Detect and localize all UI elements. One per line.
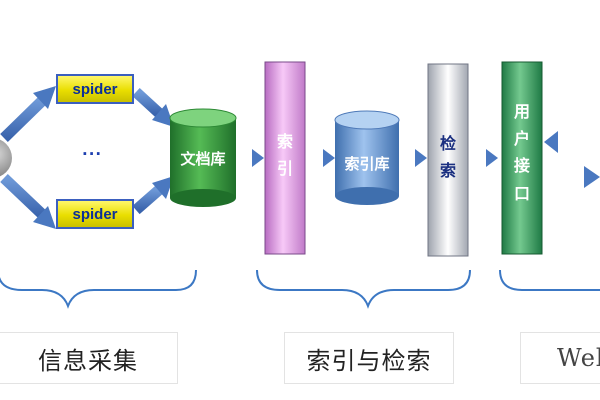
arrow-search-to-user-interface [469, 149, 498, 167]
arrow-to-top-spider [0, 86, 56, 142]
arrow-top-spider-to-doc-library [132, 87, 174, 127]
arrow-user-interface-out-to-web [544, 166, 600, 188]
search-bar-label: 检 索 [428, 64, 468, 256]
arrow-index-to-index-library [306, 149, 335, 167]
spider-node-bottom: spider [56, 199, 134, 229]
index-bar [264, 61, 306, 255]
arrow-to-bottom-spider [0, 174, 56, 229]
index-library-label: 索引库 [344, 154, 390, 173]
stage-web-label: Web [520, 332, 600, 384]
web-brace [499, 269, 600, 291]
arrow-doc-library-to-index [238, 149, 264, 167]
search-bar-char: 索 [439, 161, 456, 181]
doc-library-cylinder [169, 108, 237, 207]
user-interface-char: 接 [513, 156, 530, 176]
arrow-index-library-to-search [400, 149, 427, 167]
arrow-from-web-into-user-interface [544, 131, 600, 153]
spider-ellipsis: ... [82, 141, 103, 159]
doc-library-label: 文档库 [180, 149, 226, 168]
stage-index-search-label: 索引与检索 [284, 332, 454, 384]
user-interface-char: 口 [513, 183, 530, 203]
search-bar [427, 63, 469, 257]
collection-brace [0, 269, 197, 309]
stage-collection-label: 信息采集 [0, 332, 178, 384]
user-interface-char: 用 [513, 102, 530, 121]
index-bar-char: 引 [276, 159, 293, 179]
user-interface-bar [501, 61, 543, 255]
index-search-brace [256, 269, 471, 309]
user-interface-char: 户 [513, 129, 530, 149]
user-interface-label: 用 户 接 口 [502, 62, 542, 254]
arrow-bottom-spider-to-doc-library [132, 176, 174, 215]
index-bar-label: 索 引 [265, 62, 305, 254]
search-bar-char: 检 [439, 134, 456, 153]
index-library-cylinder [334, 110, 400, 205]
source-globe-icon [0, 139, 12, 177]
spider-node-top: spider [56, 74, 134, 104]
index-bar-char: 索 [276, 132, 293, 151]
